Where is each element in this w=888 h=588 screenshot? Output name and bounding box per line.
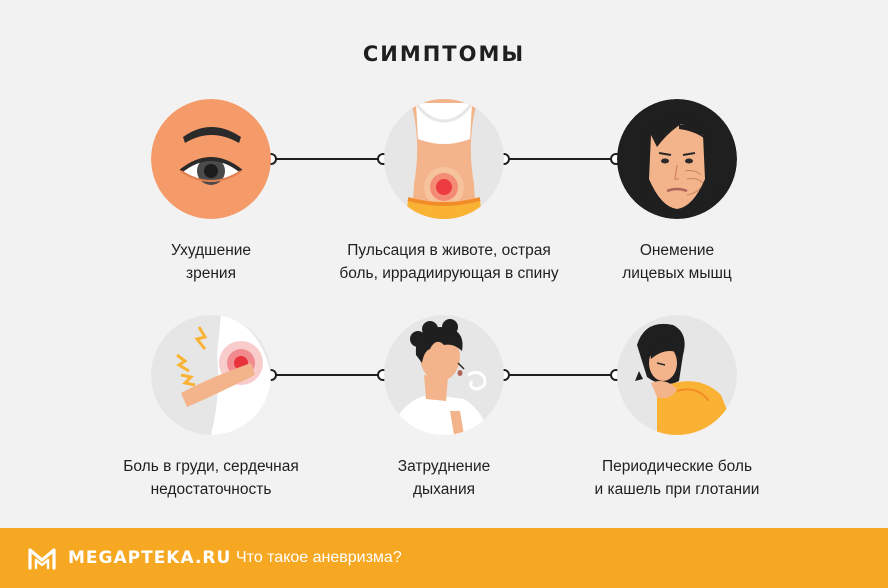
numb-face-icon [617,99,737,219]
symptom-label: Периодические боль и кашель при глотании [594,458,760,498]
connector-line [271,374,383,376]
footer-bar: MEGAPTEKA.RU Что такое аневризма? [0,528,888,588]
symptom-label: Онемение лицевых мышц [622,242,732,282]
connector-line [504,374,616,376]
article-link[interactable]: Что такое аневризма? [236,549,402,566]
brand-name[interactable]: MEGAPTEKA.RU [68,548,232,568]
connector-line [504,158,616,160]
chest-pain-icon [151,315,271,435]
symptom-label: Ухудшение зрения [170,242,252,282]
logo-icon [28,548,56,570]
symptom-label: Затруднение дыхания [397,458,491,498]
abdomen-pain-icon [384,99,504,219]
connector-line [271,158,383,160]
page-title: СИМПТОМЫ [362,42,526,66]
eye-icon [151,99,271,219]
cough-icon [617,315,737,435]
breathing-icon [384,315,504,435]
symptom-label: Боль в груди, сердечная недостаточность [123,458,299,498]
symptom-label: Пульсация в животе, острая боль, иррадии… [339,242,559,282]
